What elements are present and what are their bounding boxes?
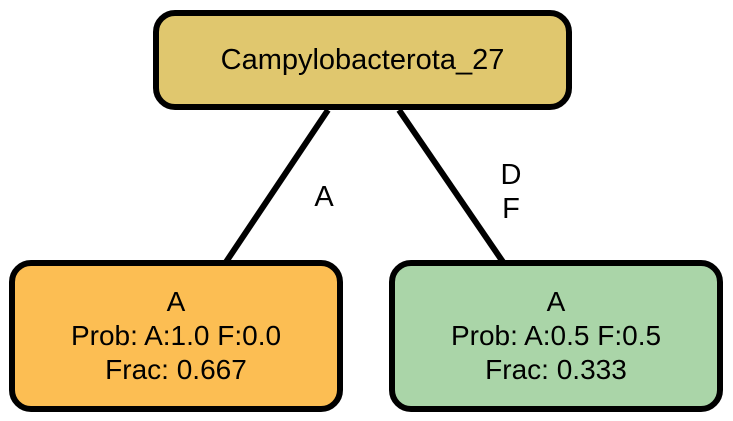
- leaf-left-state: A: [166, 286, 186, 317]
- edge-root-to-left: [223, 108, 331, 264]
- edge-label-right: D F: [496, 158, 526, 226]
- leaf-left-frac: Frac: 0.667: [105, 354, 247, 385]
- root-node: Campylobacterota_27: [153, 10, 572, 110]
- leaf-node-left: A Prob: A:1.0 F:0.0 Frac: 0.667: [9, 260, 343, 412]
- leaf-node-right: A Prob: A:0.5 F:0.5 Frac: 0.333: [389, 260, 723, 412]
- leaf-right-state: A: [546, 286, 566, 317]
- leaf-left-prob: Prob: A:1.0 F:0.0: [70, 320, 282, 351]
- edge-root-to-right: [396, 108, 506, 264]
- edge-label-left: A: [309, 180, 339, 214]
- leaf-right-prob: Prob: A:0.5 F:0.5: [450, 320, 662, 351]
- leaf-right-frac: Frac: 0.333: [485, 354, 627, 385]
- root-node-label: Campylobacterota_27: [220, 43, 505, 76]
- edge-label-right-line-1: D: [500, 159, 522, 191]
- edge-label-right-line-2: F: [502, 193, 520, 225]
- edge-label-left-line: A: [314, 181, 334, 213]
